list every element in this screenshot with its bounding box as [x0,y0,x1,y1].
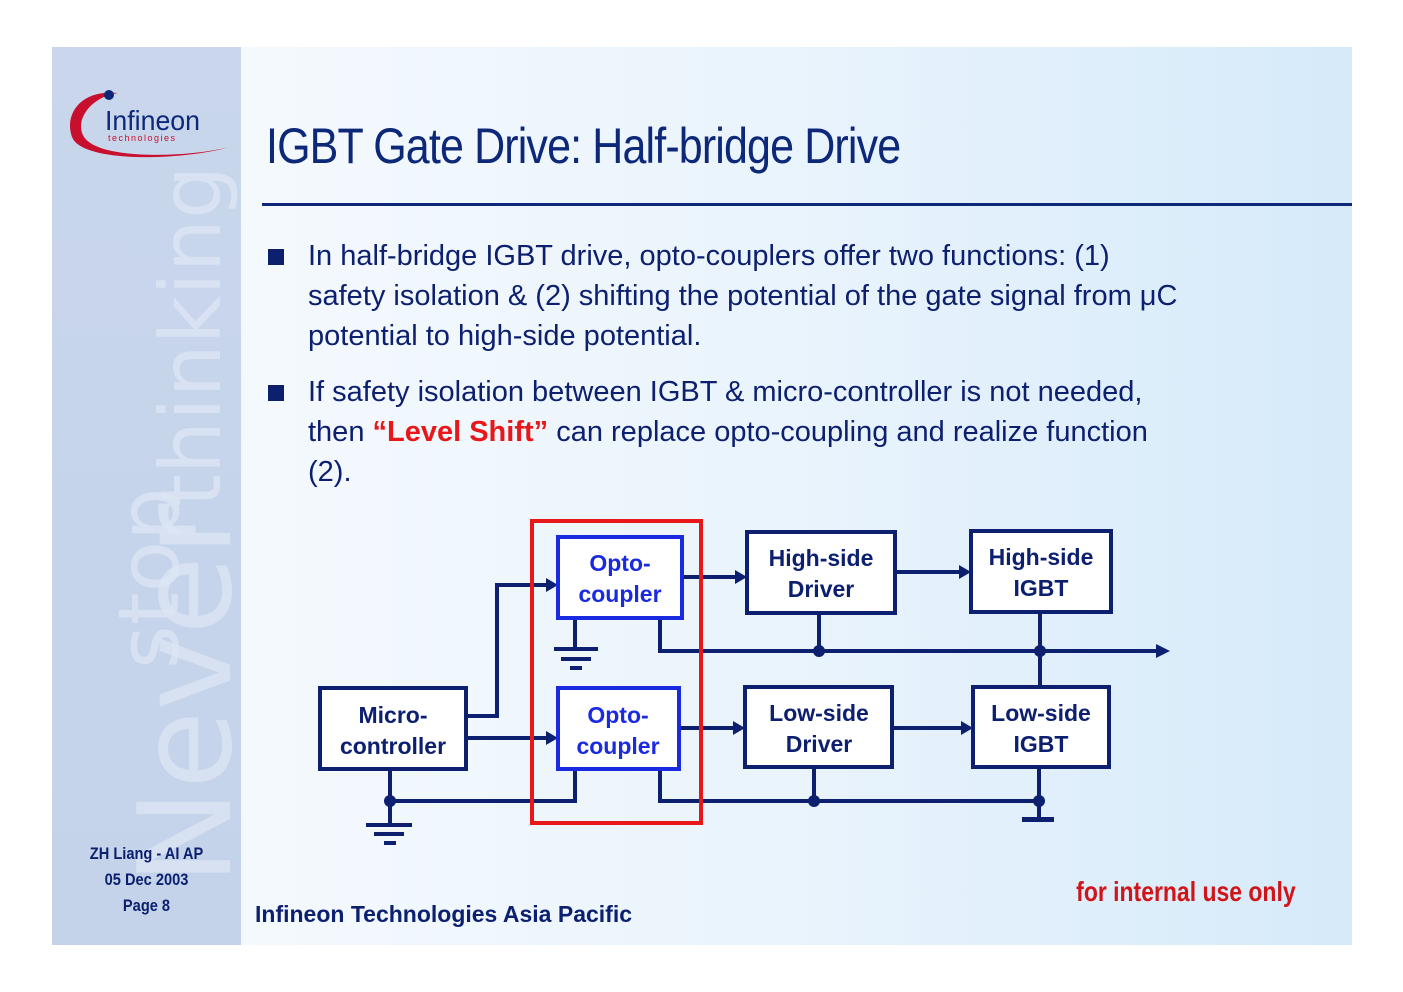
ground-symbol-icon [366,823,412,845]
logo-wordmark: Infineon [105,105,200,136]
watermark-thinking: thinking [142,166,240,507]
ls-driver-label-2: Driver [786,731,853,757]
ls-igbt-label-1: Low-side [991,700,1091,726]
author-label: ZH Liang - AI AP [89,844,204,863]
hs-igbt-label-1: High-side [989,544,1094,570]
logo-dot-icon [104,90,114,100]
logo-swoosh-icon [69,92,230,158]
opto-bottom-label-2: coupler [576,733,659,759]
opto-coupler-top-block [556,535,684,620]
wire-high-side-reference [658,618,1156,653]
half-bridge-block-diagram: Micro- controller Opto- coupler Opto- co… [318,519,1170,845]
ground-bar-icon [1022,817,1054,822]
bullet-1-text: In half-bridge IGBT drive, opto-couplers… [308,240,1178,352]
slide: Never stop thinking Infineon technologie… [52,47,1352,945]
bullet-square-icon [268,249,284,265]
arrow-icon [733,721,745,735]
hs-igbt-label-2: IGBT [1014,575,1069,601]
sidebar: Never stop thinking Infineon technologie… [52,47,241,945]
level-shift-highlight: “Level Shift” [372,416,549,448]
opto-coupler-bottom-block [556,686,681,771]
bullet-2-text-start: If safety isolation between IGBT & micro… [308,376,1143,448]
never-stop-thinking-watermark: Never stop thinking [100,166,241,885]
opto-bottom-label-1: Opto- [587,702,648,728]
arrow-icon [961,721,973,735]
slide-title: IGBT Gate Drive: Half-bridge Drive [266,118,901,174]
watermark-stop: stop [100,488,198,669]
internal-use-notice: for internal use only [1076,876,1296,907]
bullet-text-1: In half-bridge IGBT drive, opto-couplers… [308,236,1188,356]
opto-coupling-highlight-box [530,519,703,825]
output-arrow-icon [1156,644,1170,658]
high-side-igbt-block [969,529,1113,614]
opto-top-label-2: coupler [578,581,661,607]
opto-top-label-1: Opto- [589,550,650,576]
ls-driver-label-1: Low-side [769,700,869,726]
arrow-icon [546,578,558,592]
microcontroller-block [318,686,468,771]
microcontroller-label-1: Micro- [359,702,428,728]
page-number-label: Page 8 [122,896,171,915]
junction-dot-icon [1034,645,1046,657]
wire-micro-to-opto-top [466,583,546,718]
arrow-icon [959,565,971,579]
infineon-logo: Infineon technologies [69,90,230,158]
footer-company: Infineon Technologies Asia Pacific [255,901,633,927]
microcontroller-label-2: controller [340,733,446,759]
logo-subtext: technologies [108,133,177,143]
arrow-icon [735,570,747,584]
bullet-2-text-end: can replace opto-coupling and realize fu… [308,416,1148,488]
bullet-square-icon [268,385,284,401]
junction-dot-icon [1033,795,1045,807]
junction-dot-icon [813,645,825,657]
hs-driver-label-2: Driver [788,576,855,602]
low-side-igbt-block [971,685,1111,769]
hs-driver-label-1: High-side [769,545,874,571]
ls-igbt-label-2: IGBT [1014,731,1069,757]
junction-dot-icon [384,795,396,807]
title-divider [262,203,1352,206]
date-label: 05 Dec 2003 [104,870,189,889]
low-side-driver-block [743,685,894,769]
bullet-text-2: If safety isolation between IGBT & micro… [308,372,1188,492]
wire-low-side-ground-left [388,769,577,803]
high-side-driver-block [745,530,897,615]
ground-symbol-icon [554,647,598,670]
watermark-never: Never [112,503,241,885]
junction-dot-icon [808,795,820,807]
arrow-icon [546,731,558,745]
wire-low-side-ground-right [658,771,1039,803]
